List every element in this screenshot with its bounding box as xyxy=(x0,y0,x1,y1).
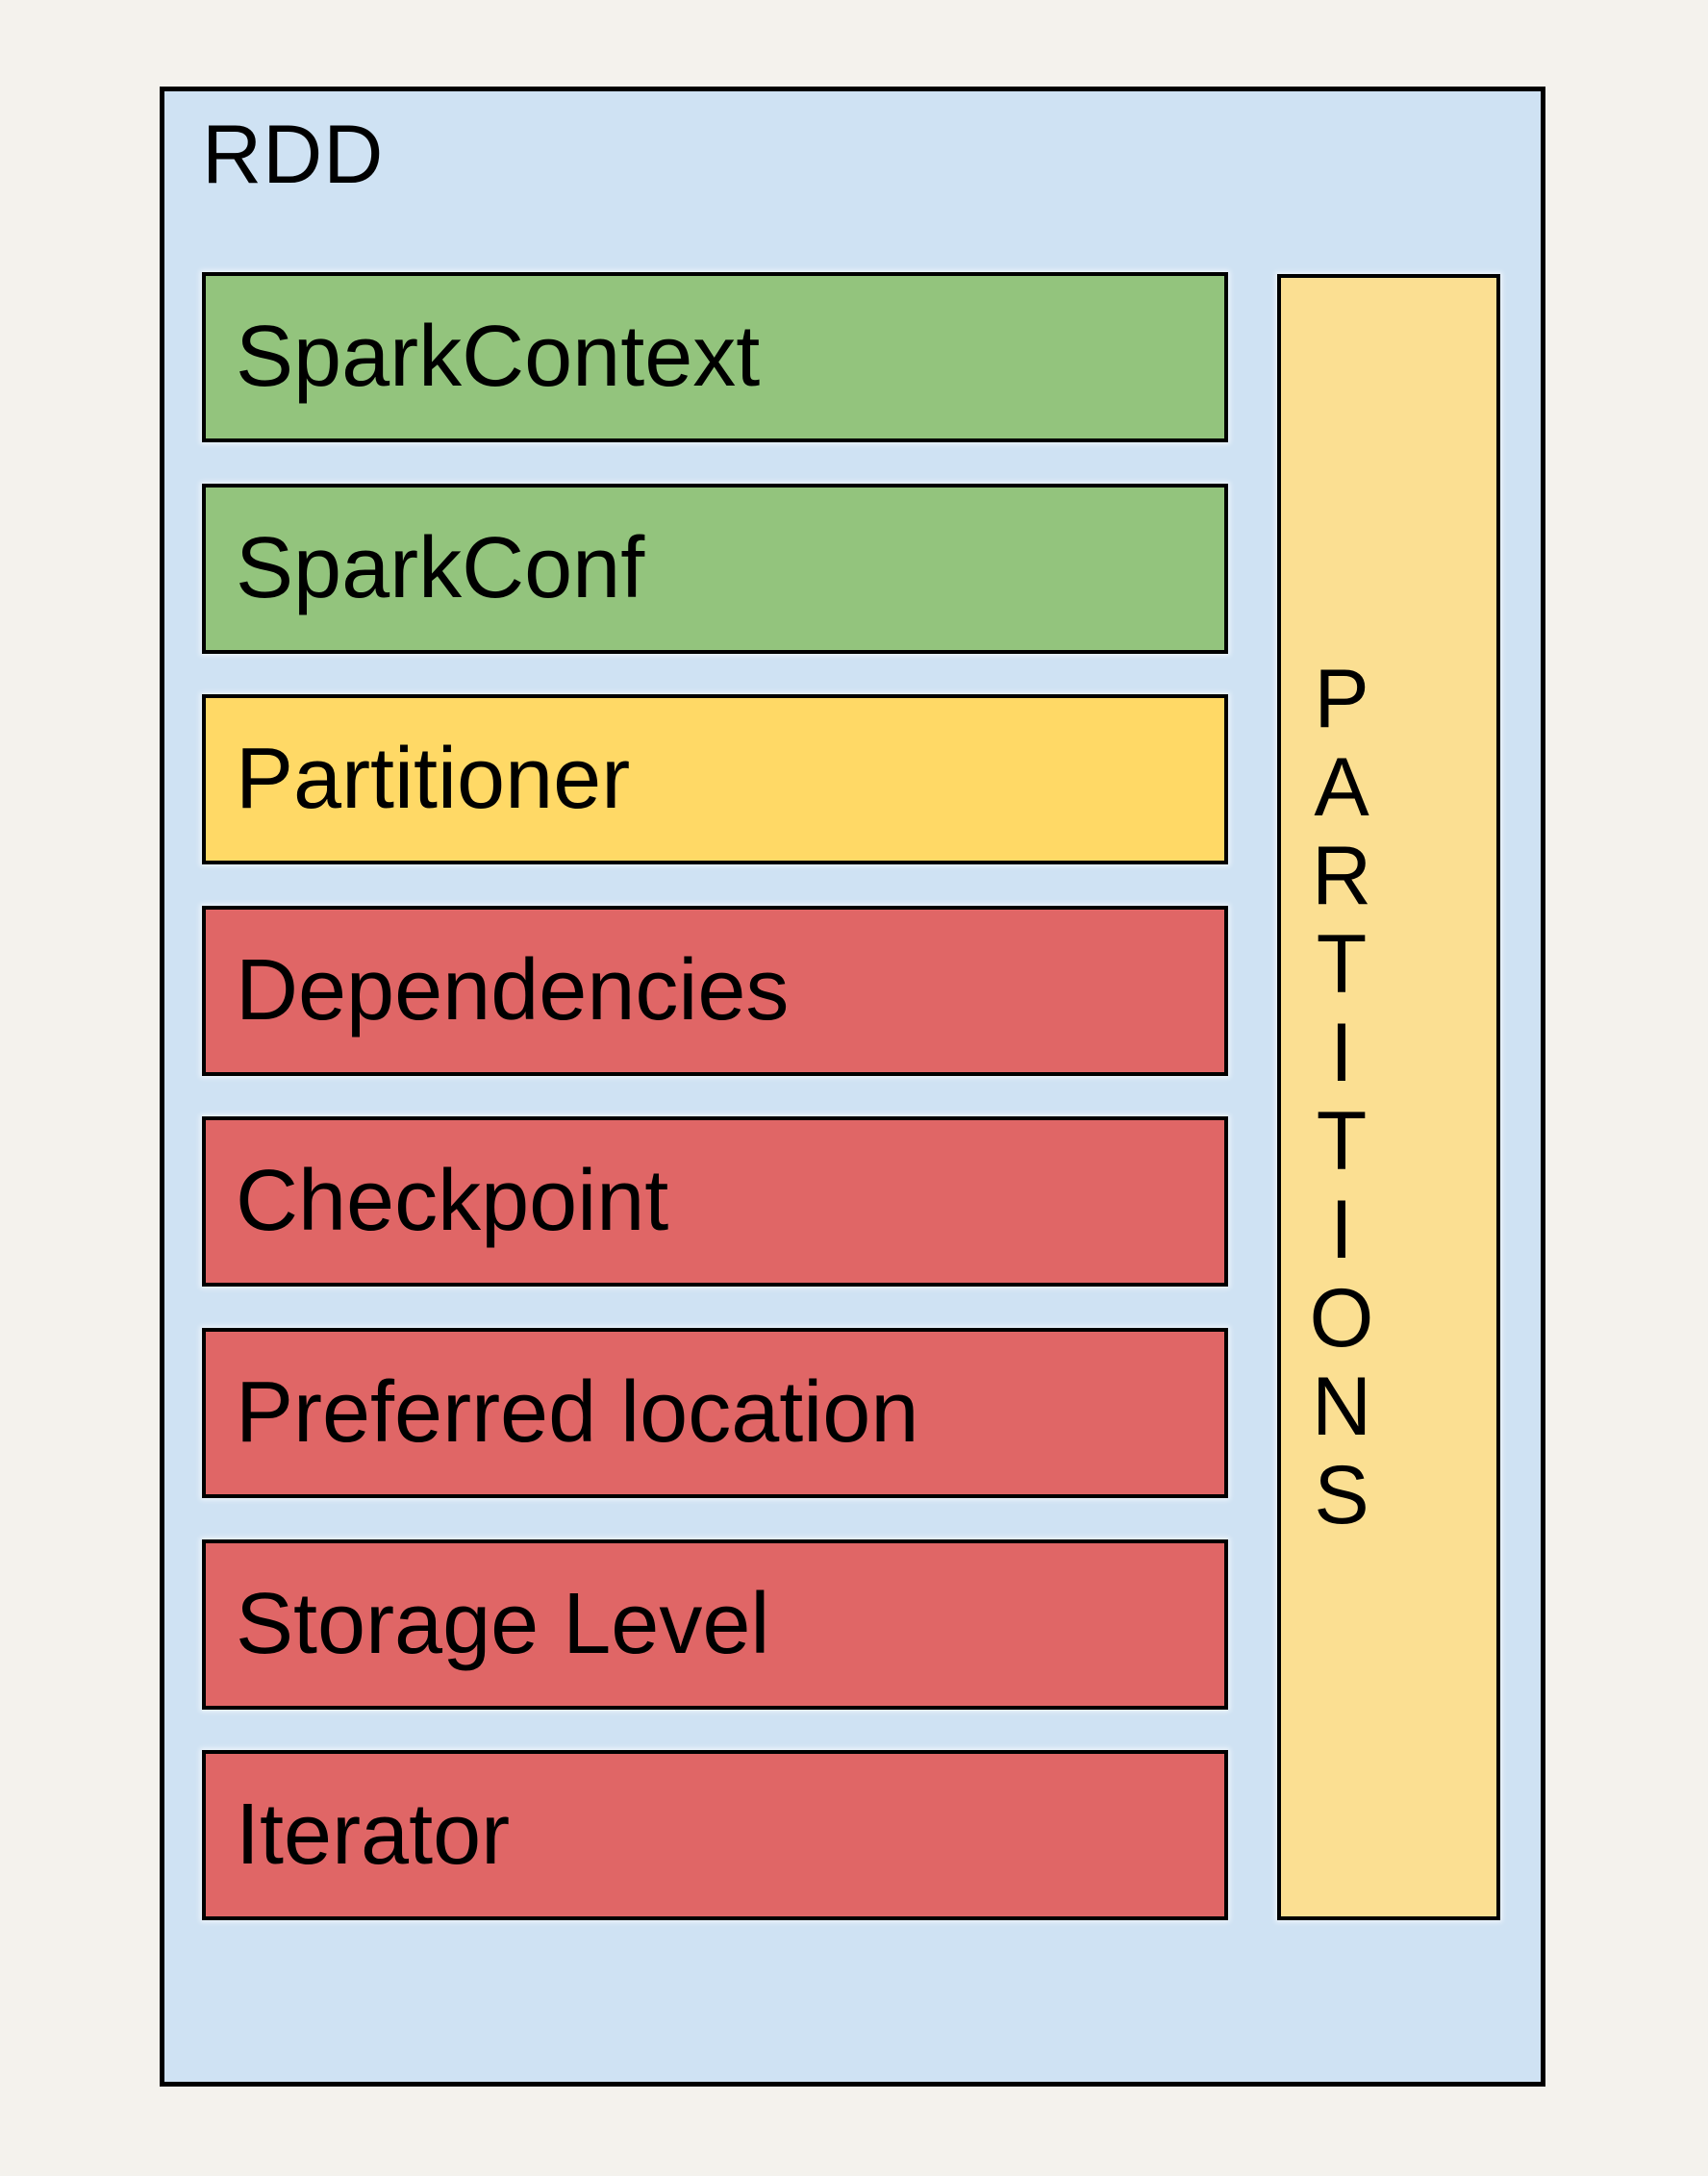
attribute-box-checkpoint: Checkpoint xyxy=(202,1116,1228,1288)
attribute-box-partitioner: Partitioner xyxy=(202,694,1228,865)
attribute-box-sparkcontext: SparkContext xyxy=(202,272,1228,442)
partitions-letter: I xyxy=(1330,1007,1353,1099)
partitions-letter: O xyxy=(1309,1272,1374,1364)
partitions-letter: P xyxy=(1314,653,1369,745)
attribute-label: Preferred location xyxy=(236,1363,919,1461)
attribute-label: SparkConf xyxy=(236,519,645,616)
attribute-box-iterator: Iterator xyxy=(202,1750,1228,1921)
partitions-letter: T xyxy=(1316,1095,1368,1188)
attribute-label: Storage Level xyxy=(236,1575,770,1672)
partitions-letter: I xyxy=(1330,1184,1353,1276)
attribute-box-storage-level: Storage Level xyxy=(202,1538,1228,1710)
partitions-letter: T xyxy=(1316,918,1368,1011)
attribute-box-preferred-location: Preferred location xyxy=(202,1327,1228,1498)
partitions-letter: A xyxy=(1314,741,1369,834)
attribute-label: Partitioner xyxy=(236,731,631,828)
rdd-title: RDD xyxy=(202,109,385,201)
attribute-label: Dependencies xyxy=(236,941,790,1038)
attribute-box-sparkconf: SparkConf xyxy=(202,483,1228,654)
attribute-label: SparkContext xyxy=(236,309,761,405)
partitions-letter: N xyxy=(1311,1361,1372,1453)
attribute-box-dependencies: Dependencies xyxy=(202,905,1228,1076)
partitions-letter: S xyxy=(1314,1449,1369,1541)
partitions-letter: R xyxy=(1311,830,1372,922)
attribute-label: Iterator xyxy=(236,1787,511,1884)
attribute-label: Checkpoint xyxy=(236,1153,669,1250)
